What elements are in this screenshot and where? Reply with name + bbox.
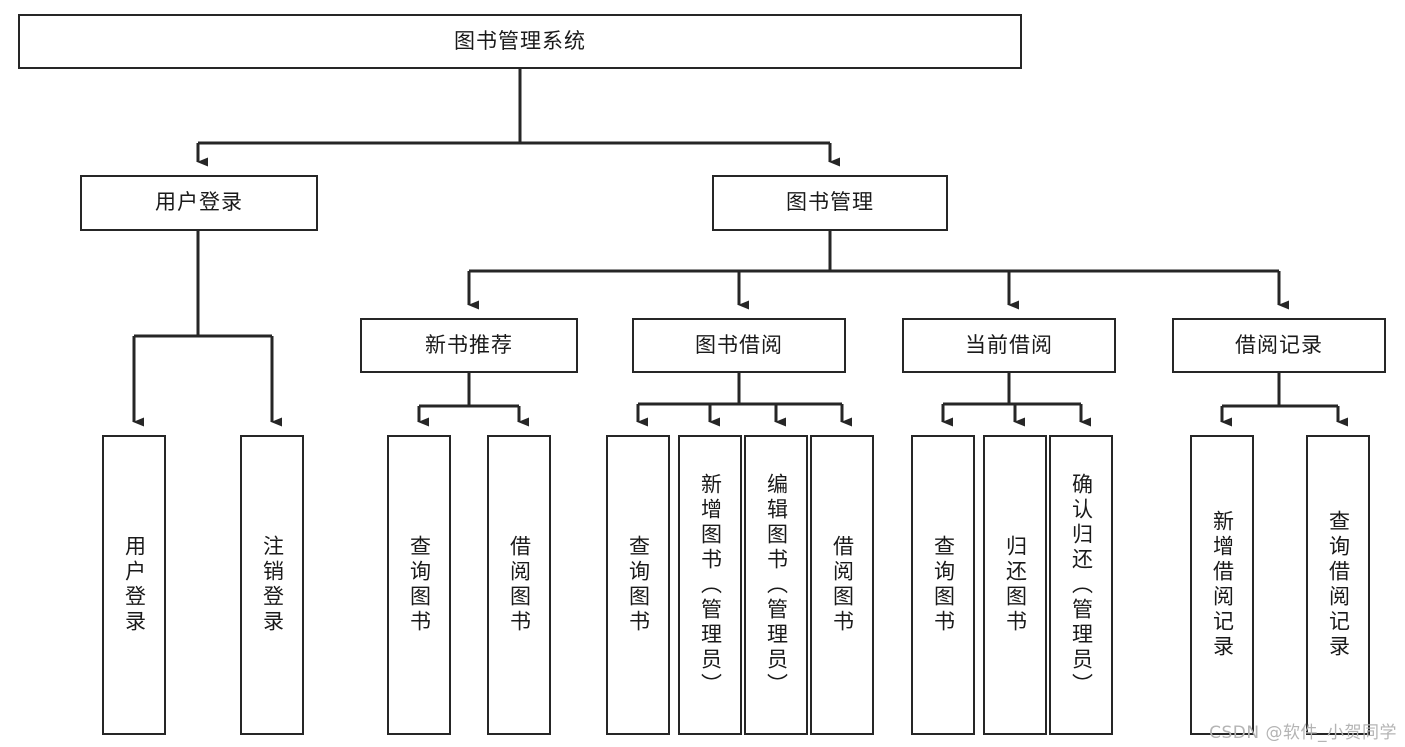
node-label: 图书管理 xyxy=(786,190,874,215)
node-leaf-borrow-book[interactable]: 借阅图书 xyxy=(810,435,874,735)
node-book-borrow[interactable]: 图书借阅 xyxy=(632,318,846,373)
node-user-login[interactable]: 用户登录 xyxy=(80,175,318,231)
node-label: 用户登录 xyxy=(122,535,147,635)
node-label: 借阅图书 xyxy=(507,535,532,635)
node-leaf-borrow-book-rec[interactable]: 借阅图书 xyxy=(487,435,551,735)
node-label: 查询图书 xyxy=(407,535,432,635)
node-label: 编辑图书（管理员） xyxy=(764,472,789,698)
node-label: 借阅记录 xyxy=(1235,332,1323,357)
node-new-book-recommend[interactable]: 新书推荐 xyxy=(360,318,578,373)
node-label: 查询图书 xyxy=(931,535,956,635)
node-label: 借阅图书 xyxy=(830,535,855,635)
node-current-borrow[interactable]: 当前借阅 xyxy=(902,318,1116,373)
node-label: 新增借阅记录 xyxy=(1210,510,1235,660)
node-leaf-return-book[interactable]: 归还图书 xyxy=(983,435,1047,735)
node-leaf-query-book-borrow[interactable]: 查询图书 xyxy=(606,435,670,735)
node-borrow-record[interactable]: 借阅记录 xyxy=(1172,318,1386,373)
node-leaf-confirm-return[interactable]: 确认归还（管理员） xyxy=(1049,435,1113,735)
connector-lines xyxy=(132,69,1348,427)
node-leaf-logout[interactable]: 注销登录 xyxy=(240,435,304,735)
node-root[interactable]: 图书管理系统 xyxy=(18,14,1022,69)
node-leaf-user-login[interactable]: 用户登录 xyxy=(102,435,166,735)
node-label: 图书管理系统 xyxy=(454,28,586,53)
node-label: 归还图书 xyxy=(1003,535,1028,635)
node-label: 确认归还（管理员） xyxy=(1069,472,1094,698)
node-leaf-query-book-rec[interactable]: 查询图书 xyxy=(387,435,451,735)
node-label: 新增图书（管理员） xyxy=(698,472,723,698)
node-label: 查询图书 xyxy=(626,535,651,635)
node-leaf-add-book[interactable]: 新增图书（管理员） xyxy=(678,435,742,735)
node-leaf-query-record[interactable]: 查询借阅记录 xyxy=(1306,435,1370,735)
node-leaf-query-book-cur[interactable]: 查询图书 xyxy=(911,435,975,735)
node-leaf-edit-book[interactable]: 编辑图书（管理员） xyxy=(744,435,808,735)
node-label: 注销登录 xyxy=(260,535,285,635)
node-label: 当前借阅 xyxy=(965,332,1053,357)
node-label: 查询借阅记录 xyxy=(1326,510,1351,660)
node-book-manage[interactable]: 图书管理 xyxy=(712,175,948,231)
node-label: 图书借阅 xyxy=(695,332,783,357)
node-label: 新书推荐 xyxy=(425,332,513,357)
node-label: 用户登录 xyxy=(155,190,243,215)
node-leaf-add-record[interactable]: 新增借阅记录 xyxy=(1190,435,1254,735)
